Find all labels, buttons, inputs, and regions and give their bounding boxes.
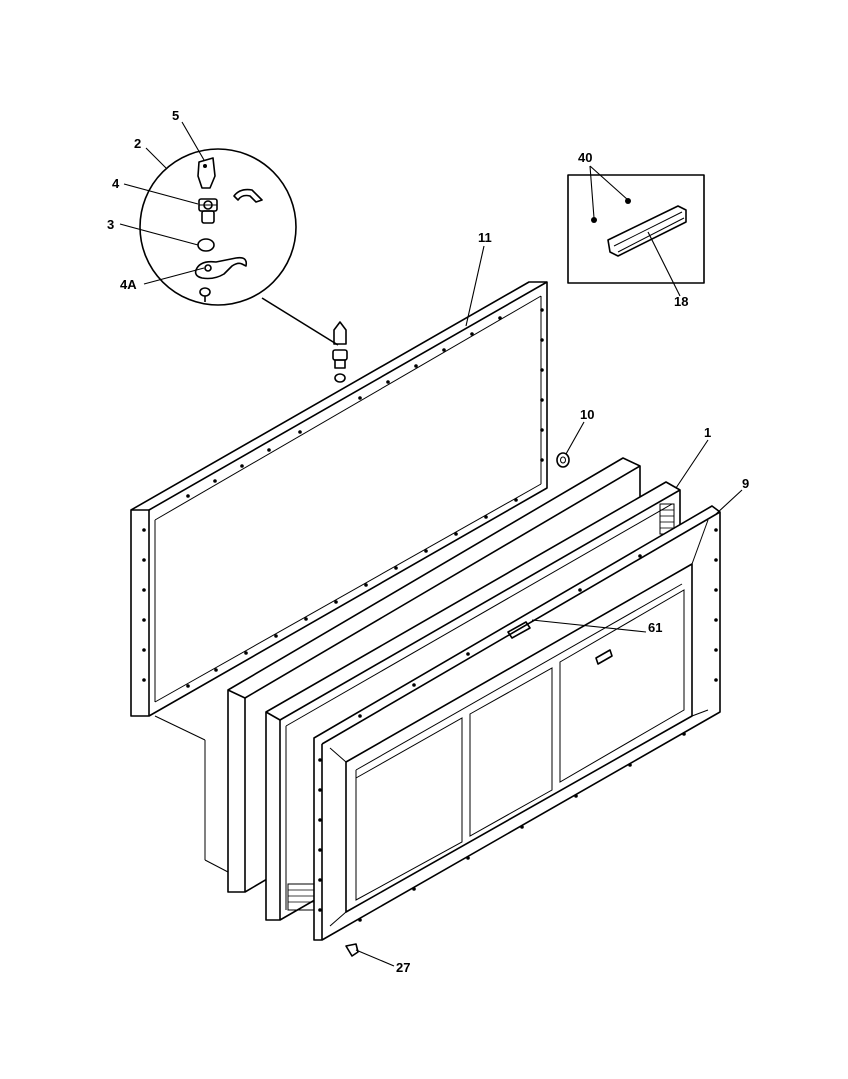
callout-9: 9: [742, 476, 749, 491]
callout-18: 18: [674, 294, 688, 309]
callout-4a: 4A: [120, 277, 137, 292]
callout-61: 61: [648, 620, 662, 635]
callout-40: 40: [578, 150, 592, 165]
callout-2: 2: [134, 136, 141, 151]
handle-part-18: [607, 205, 687, 257]
hinge-pin-part-5: [197, 157, 216, 189]
door-liner-part-11: [130, 281, 548, 717]
callout-10: 10: [580, 407, 594, 422]
latch-slot: [507, 621, 531, 639]
screw-part-27: [345, 943, 359, 957]
screw-part-10: [556, 452, 570, 468]
hook-clip: [233, 188, 263, 203]
callout-4: 4: [112, 176, 120, 191]
leader-lines: [119, 121, 743, 967]
callout-labels: 5 2 4 3 4A 11 10 1 9 61 27 40 18: [107, 108, 749, 975]
callout-27: 27: [396, 960, 410, 975]
hinge-bracket-part-4a: [194, 256, 248, 280]
hinge-bushing-part-4: [198, 198, 218, 224]
callout-3: 3: [107, 217, 114, 232]
callout-11: 11: [478, 230, 492, 245]
handle-detail-box: [567, 174, 705, 284]
hinge-detail-circle: [139, 148, 339, 346]
callout-1: 1: [704, 425, 711, 440]
callout-5: 5: [172, 108, 179, 123]
hinge-screw: [199, 287, 211, 302]
outer-door-panel-part-9: [313, 505, 721, 941]
washer-part-3: [197, 238, 215, 252]
